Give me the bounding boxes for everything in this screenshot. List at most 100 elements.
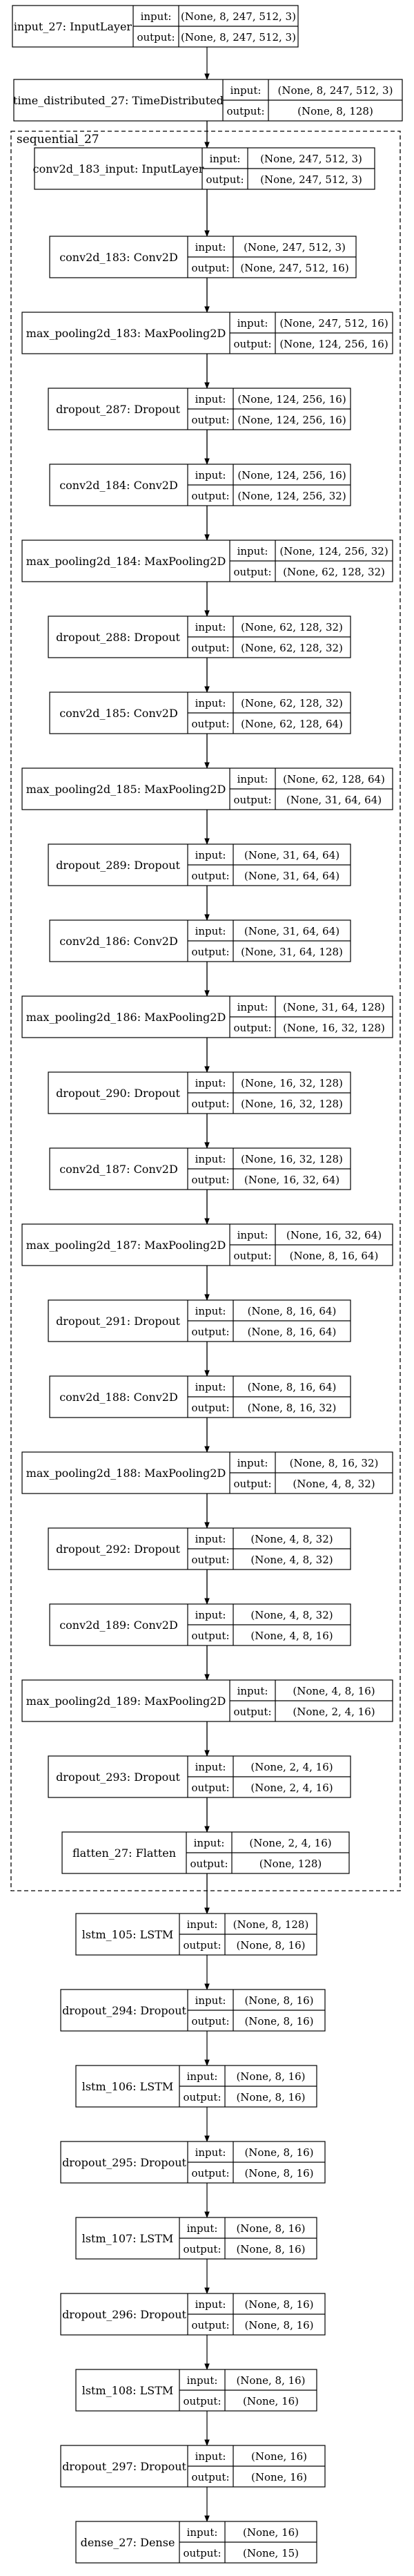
output-shape: (None, 8, 16, 64) <box>248 1326 337 1338</box>
input-port-label: input: <box>194 1837 225 1849</box>
output-shape: (None, 8, 16) <box>244 2319 313 2331</box>
layer-node-dropout-294: dropout_294: Dropoutinput:output:(None, … <box>60 1989 326 2032</box>
input-port-label: input: <box>195 1761 226 1773</box>
layer-name: flatten_27: Flatten <box>72 1847 176 1860</box>
layer-node-dropout-293: dropout_293: Dropoutinput:output:(None, … <box>48 1755 351 1798</box>
input-shape: (None, 31, 64, 64) <box>244 925 339 937</box>
layer-name: conv2d_184: Conv2D <box>59 479 178 492</box>
layer-node-dropout-297: dropout_297: Dropoutinput:output:(None, … <box>60 2445 326 2488</box>
input-shape: (None, 4, 8, 32) <box>250 1609 333 1621</box>
layer-name: max_pooling2d_185: MaxPooling2D <box>26 783 226 796</box>
output-shape: (None, 4, 8, 16) <box>250 1630 333 1642</box>
input-port-label: input: <box>195 849 226 861</box>
output-shape: (None, 8, 128) <box>297 105 373 117</box>
layer-name: dropout_292: Dropout <box>56 1543 180 1556</box>
layer-name: input_27: InputLayer <box>14 20 132 33</box>
layer-name: dropout_295: Dropout <box>62 2156 186 2169</box>
layer-name: dropout_291: Dropout <box>56 1315 180 1328</box>
output-shape: (None, 62, 128, 32) <box>283 566 385 578</box>
layer-node-max-pooling2d-187: max_pooling2d_187: MaxPooling2Dinput:out… <box>21 1223 393 1266</box>
input-port-label: input: <box>195 925 226 937</box>
sequential-cluster-border <box>10 131 401 1891</box>
input-port-label: input: <box>195 2146 226 2159</box>
layer-name: dropout_297: Dropout <box>62 2460 186 2473</box>
layer-node-time-distributed-27: time_distributed_27: TimeDistributedinpu… <box>13 79 403 122</box>
layer-name: time_distributed_27: TimeDistributed <box>13 94 224 107</box>
output-shape: (None, 62, 128, 32) <box>241 642 343 654</box>
input-port-label: input: <box>187 1918 218 1931</box>
layer-node-conv2d-183-input: conv2d_183_input: InputLayerinput:output… <box>33 147 375 190</box>
input-shape: (None, 62, 128, 32) <box>241 621 343 633</box>
output-port-label: output: <box>233 1250 271 1262</box>
output-port-label: output: <box>191 1630 229 1642</box>
input-shape: (None, 8, 247, 512, 3) <box>278 84 393 97</box>
output-shape: (None, 62, 128, 64) <box>241 718 343 730</box>
output-shape: (None, 128) <box>259 1858 322 1870</box>
layer-node-dropout-291: dropout_291: Dropoutinput:output:(None, … <box>48 1299 351 1342</box>
layer-name: max_pooling2d_186: MaxPooling2D <box>26 1011 226 1024</box>
layer-name: lstm_106: LSTM <box>82 2080 174 2093</box>
output-port-label: output: <box>233 338 271 350</box>
output-shape: (None, 8, 247, 512, 3) <box>181 31 296 44</box>
output-port-label: output: <box>233 1022 271 1034</box>
output-shape: (None, 124, 256, 16) <box>279 338 388 350</box>
layer-name: max_pooling2d_187: MaxPooling2D <box>26 1239 226 1252</box>
output-port-label: output: <box>206 173 244 186</box>
output-port-label: output: <box>191 642 229 654</box>
layer-node-dropout-290: dropout_290: Dropoutinput:output:(None, … <box>48 1071 351 1114</box>
output-shape: (None, 16, 32, 128) <box>283 1022 385 1034</box>
output-shape: (None, 8, 16, 64) <box>290 1250 379 1262</box>
output-port-label: output: <box>191 1174 229 1186</box>
output-shape: (None, 2, 4, 16) <box>293 1706 375 1718</box>
input-shape: (None, 16, 32, 128) <box>241 1153 343 1165</box>
input-shape: (None, 4, 8, 32) <box>250 1533 333 1545</box>
layer-name: dropout_289: Dropout <box>56 859 180 872</box>
output-shape: (None, 15) <box>243 2547 299 2559</box>
input-shape: (None, 2, 4, 16) <box>249 1837 331 1849</box>
input-port-label: input: <box>195 621 226 633</box>
output-port-label: output: <box>191 262 229 274</box>
input-shape: (None, 2, 4, 16) <box>250 1761 333 1773</box>
cluster-label: sequential_27 <box>17 133 99 146</box>
input-port-label: input: <box>195 1305 226 1317</box>
input-port-label: input: <box>237 317 268 330</box>
input-port-label: input: <box>187 2222 218 2235</box>
layer-name: conv2d_185: Conv2D <box>59 707 178 720</box>
layer-name: dense_27: Dense <box>81 2536 175 2549</box>
input-shape: (None, 62, 128, 32) <box>241 697 343 709</box>
output-port-label: output: <box>191 1554 229 1566</box>
input-shape: (None, 247, 512, 3) <box>260 153 362 165</box>
layer-name: conv2d_187: Conv2D <box>59 1163 178 1176</box>
output-port-label: output: <box>137 31 175 44</box>
input-port-label: input: <box>237 1001 268 1013</box>
input-port-label: input: <box>210 153 241 165</box>
layer-node-dropout-288: dropout_288: Dropoutinput:output:(None, … <box>48 616 351 658</box>
layer-node-dropout-287: dropout_287: Dropoutinput:output:(None, … <box>48 388 351 430</box>
input-shape: (None, 8, 247, 512, 3) <box>181 10 296 23</box>
input-shape: (None, 8, 16) <box>236 2070 305 2083</box>
input-port-label: input: <box>195 1609 226 1621</box>
output-shape: (None, 16, 32, 64) <box>244 1174 339 1186</box>
output-shape: (None, 8, 16) <box>236 2243 305 2255</box>
layer-node-dropout-296: dropout_296: Dropoutinput:output:(None, … <box>60 2293 326 2336</box>
output-shape: (None, 8, 16) <box>244 2167 313 2179</box>
input-shape: (None, 4, 8, 16) <box>293 1685 375 1697</box>
output-port-label: output: <box>191 870 229 882</box>
layer-name: max_pooling2d_189: MaxPooling2D <box>26 1695 226 1708</box>
layer-name: conv2d_183: Conv2D <box>59 251 178 264</box>
output-port-label: output: <box>233 566 271 578</box>
output-port-label: output: <box>190 1858 228 1870</box>
output-port-label: output: <box>191 1098 229 1110</box>
input-shape: (None, 8, 16, 32) <box>290 1457 379 1469</box>
output-port-label: output: <box>183 2547 221 2559</box>
input-port-label: input: <box>195 1153 226 1165</box>
input-shape: (None, 8, 16) <box>236 2374 305 2387</box>
layer-name: conv2d_189: Conv2D <box>59 1619 178 1632</box>
input-shape: (None, 124, 256, 16) <box>237 469 346 481</box>
